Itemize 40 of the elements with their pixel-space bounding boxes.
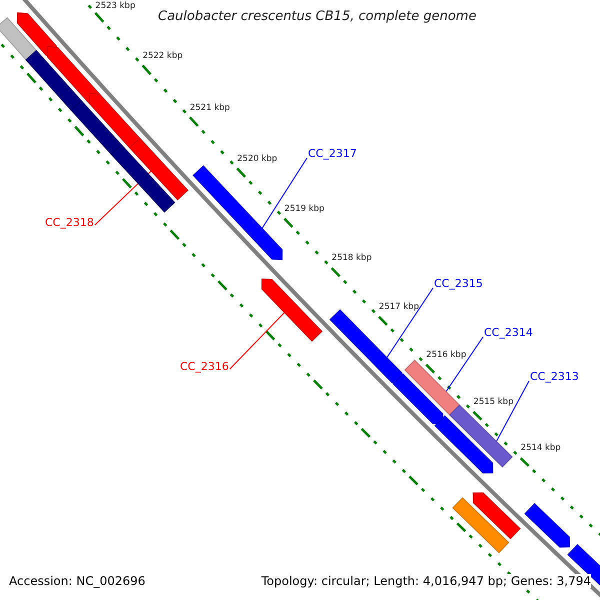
gene-label: CC_2317 — [308, 147, 357, 160]
gene-bar — [70, 100, 122, 155]
tick-label: 2523 kbp — [95, 1, 136, 11]
tick-label: 2518 kbp — [332, 253, 372, 264]
accession-text: Accession: NC_002696 — [9, 574, 146, 588]
gene-bar — [404, 360, 460, 416]
gene-block — [392, 373, 444, 424]
leader-line — [496, 380, 530, 442]
gene-block — [261, 278, 323, 342]
tick-label: 2522 kbp — [142, 50, 183, 61]
tick-label: 2514 kbp — [520, 443, 561, 454]
genome-stats: Topology: circular; Length: 4,016,947 bp; Genes: 3,794 — [261, 574, 591, 588]
gene-label: CC_2316 — [180, 360, 229, 373]
gene-label: CC_2315 — [434, 277, 483, 290]
gene-label: CC_2313 — [530, 370, 579, 383]
map-title: Caulobacter crescentus CB15, complete genome — [158, 9, 476, 24]
tick-label: 2521 kbp — [190, 102, 230, 113]
gene-bar — [110, 144, 176, 213]
gene-bar — [452, 497, 510, 554]
gene-block — [46, 46, 100, 104]
leader-line — [229, 312, 285, 370]
tick-label: 2515 kbp — [473, 396, 514, 407]
gene-block — [329, 309, 402, 384]
gene-block — [472, 492, 521, 540]
gene-block — [524, 503, 570, 548]
leader-line — [386, 288, 434, 358]
gene-block — [129, 137, 188, 200]
gene-bar — [449, 404, 513, 468]
gene-block — [16, 12, 58, 56]
gene-label: CC_2318 — [45, 216, 94, 229]
leader-line — [262, 158, 308, 229]
tick-label: 2519 kbp — [284, 204, 324, 214]
gene-block — [434, 415, 494, 474]
gene-bar — [25, 50, 82, 111]
tick-label: 2517 kbp — [378, 302, 419, 312]
gene-label: CC_2314 — [484, 326, 533, 339]
gene-block — [89, 92, 140, 148]
leader-line — [446, 336, 484, 392]
tick-label: 2516 kbp — [426, 350, 466, 360]
gene-block — [192, 165, 283, 260]
